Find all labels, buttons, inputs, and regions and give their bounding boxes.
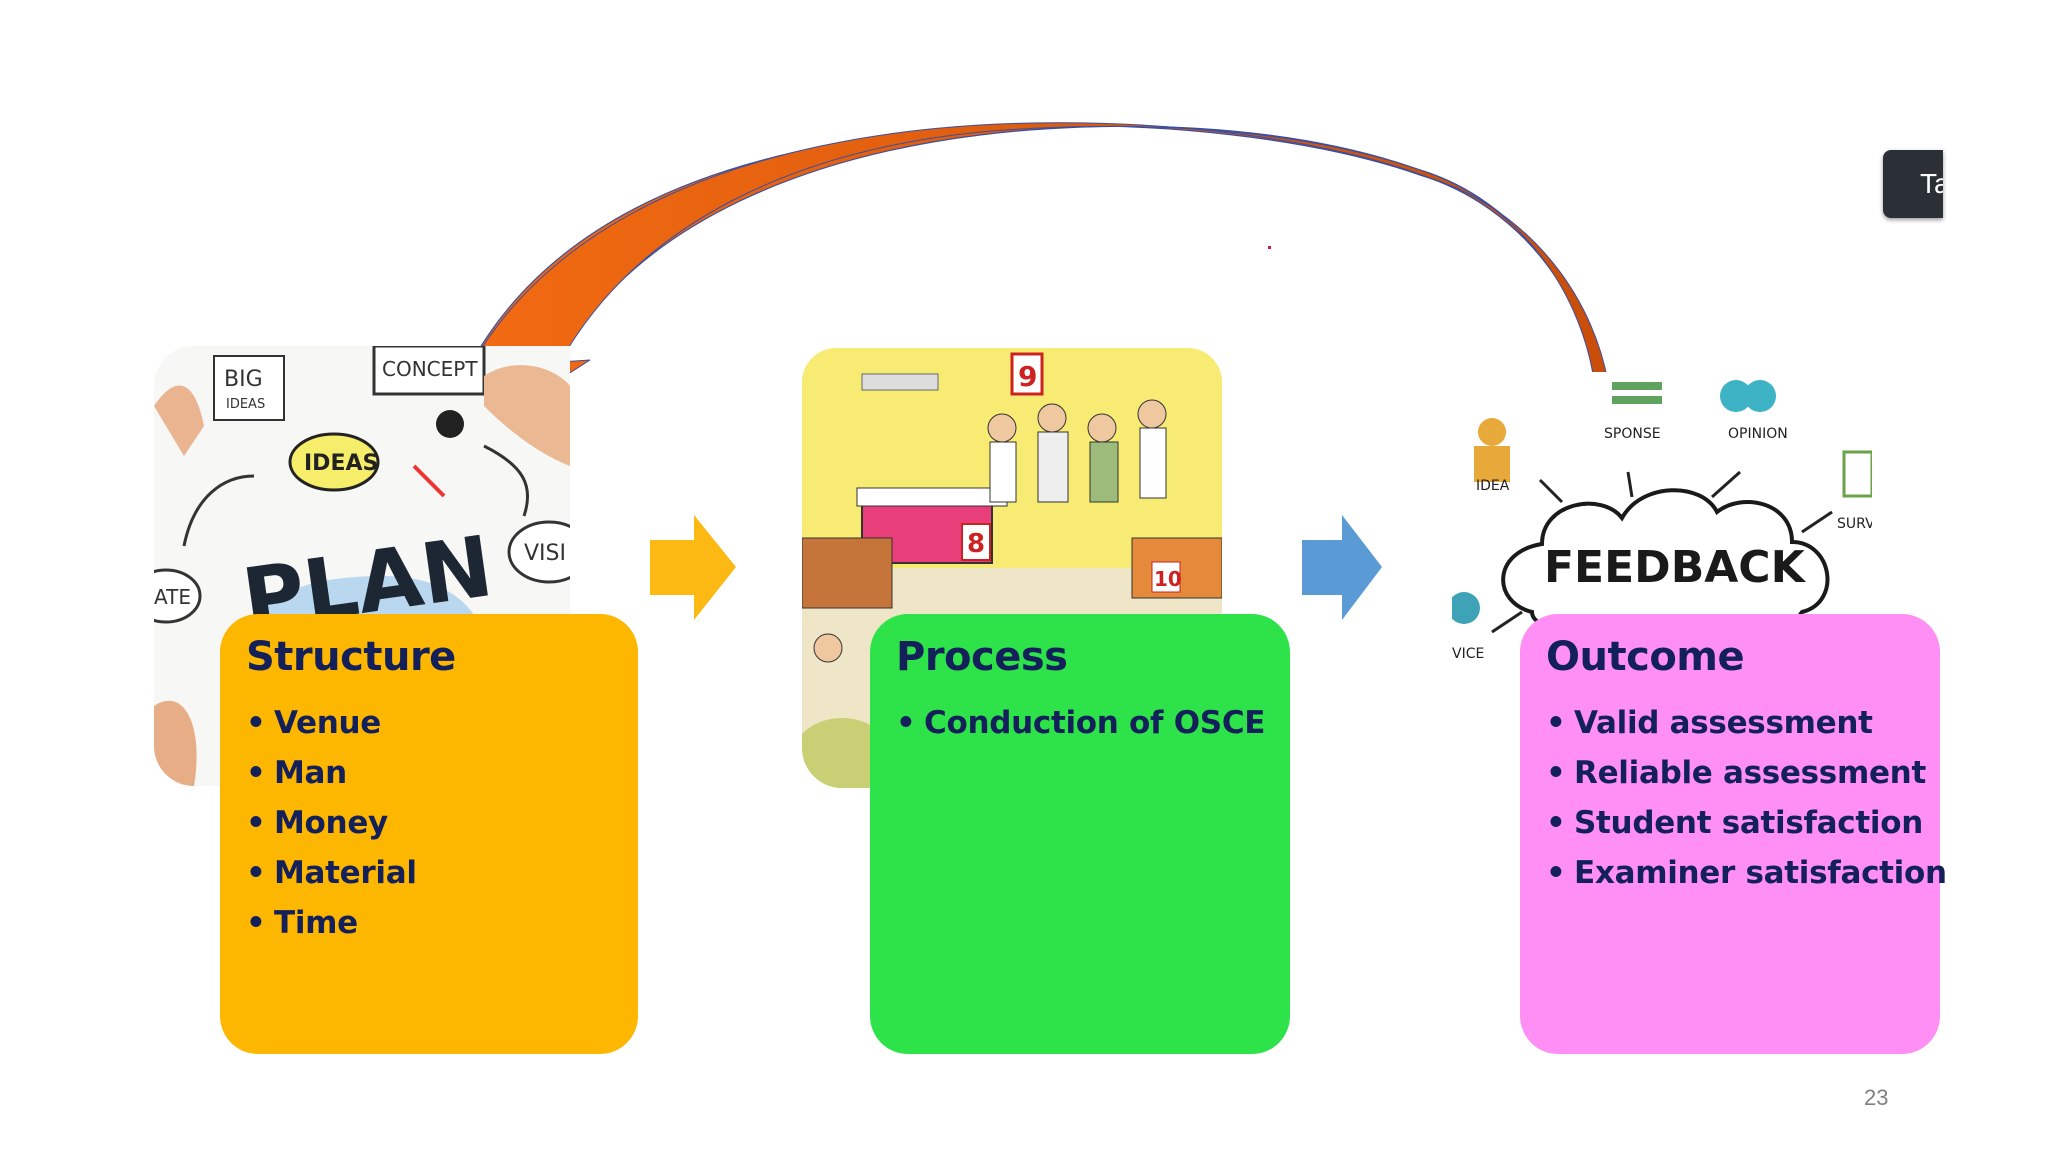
list-item: •Money xyxy=(246,805,388,841)
structure-list: •Venue •Man •Money •Material •Time xyxy=(246,698,612,948)
svg-text:SURV: SURV xyxy=(1837,516,1872,532)
list-item: •Material xyxy=(246,855,417,891)
svg-text:9: 9 xyxy=(1018,360,1037,393)
svg-text:ATE: ATE xyxy=(154,585,191,609)
svg-text:CONCEPT: CONCEPT xyxy=(382,357,478,381)
list-item: •Man xyxy=(246,755,347,791)
feedback-word: FEEDBACK xyxy=(1544,542,1807,593)
process-title: Process xyxy=(896,634,1068,680)
side-tab-label: Ta xyxy=(1920,168,1943,199)
svg-text:SPONSE: SPONSE xyxy=(1604,426,1661,442)
side-tab-button[interactable]: Ta xyxy=(1883,150,1943,218)
svg-text:IDEAS: IDEAS xyxy=(226,397,265,412)
process-list: •Conduction of OSCE xyxy=(896,698,1266,748)
list-item: •Reliable assessment xyxy=(1546,755,1926,791)
structure-title: Structure xyxy=(246,634,456,680)
outcome-title: Outcome xyxy=(1546,634,1745,680)
svg-text:10: 10 xyxy=(1154,567,1182,591)
process-card: Process •Conduction of OSCE xyxy=(870,614,1290,1054)
svg-text:VISI: VISI xyxy=(524,541,566,566)
outcome-list: •Valid assessment •Reliable assessment •… xyxy=(1546,698,1947,898)
list-item: •Time xyxy=(246,905,358,941)
list-item: •Student satisfaction xyxy=(1546,805,1923,841)
slide-number: 23 xyxy=(1864,1085,1889,1110)
chevron-right-icon xyxy=(650,515,736,620)
svg-text:IDEAS: IDEAS xyxy=(304,451,378,476)
outcome-card: Outcome •Valid assessment •Reliable asse… xyxy=(1520,614,1947,1054)
svg-text:OPINION: OPINION xyxy=(1728,426,1788,442)
svg-text:VICE: VICE xyxy=(1452,646,1484,662)
svg-text:IDEA: IDEA xyxy=(1476,478,1510,494)
list-item: •Valid assessment xyxy=(1546,705,1873,741)
svg-text:BIG: BIG xyxy=(224,367,263,392)
structure-card: Structure •Venue •Man •Money •Material •… xyxy=(220,614,638,1054)
list-item: •Examiner satisfaction xyxy=(1546,855,1947,891)
list-item: •Venue xyxy=(246,705,381,741)
svg-text:8: 8 xyxy=(967,529,985,559)
list-item: •Conduction of OSCE xyxy=(896,705,1266,741)
chevron-right-icon xyxy=(1302,515,1382,620)
